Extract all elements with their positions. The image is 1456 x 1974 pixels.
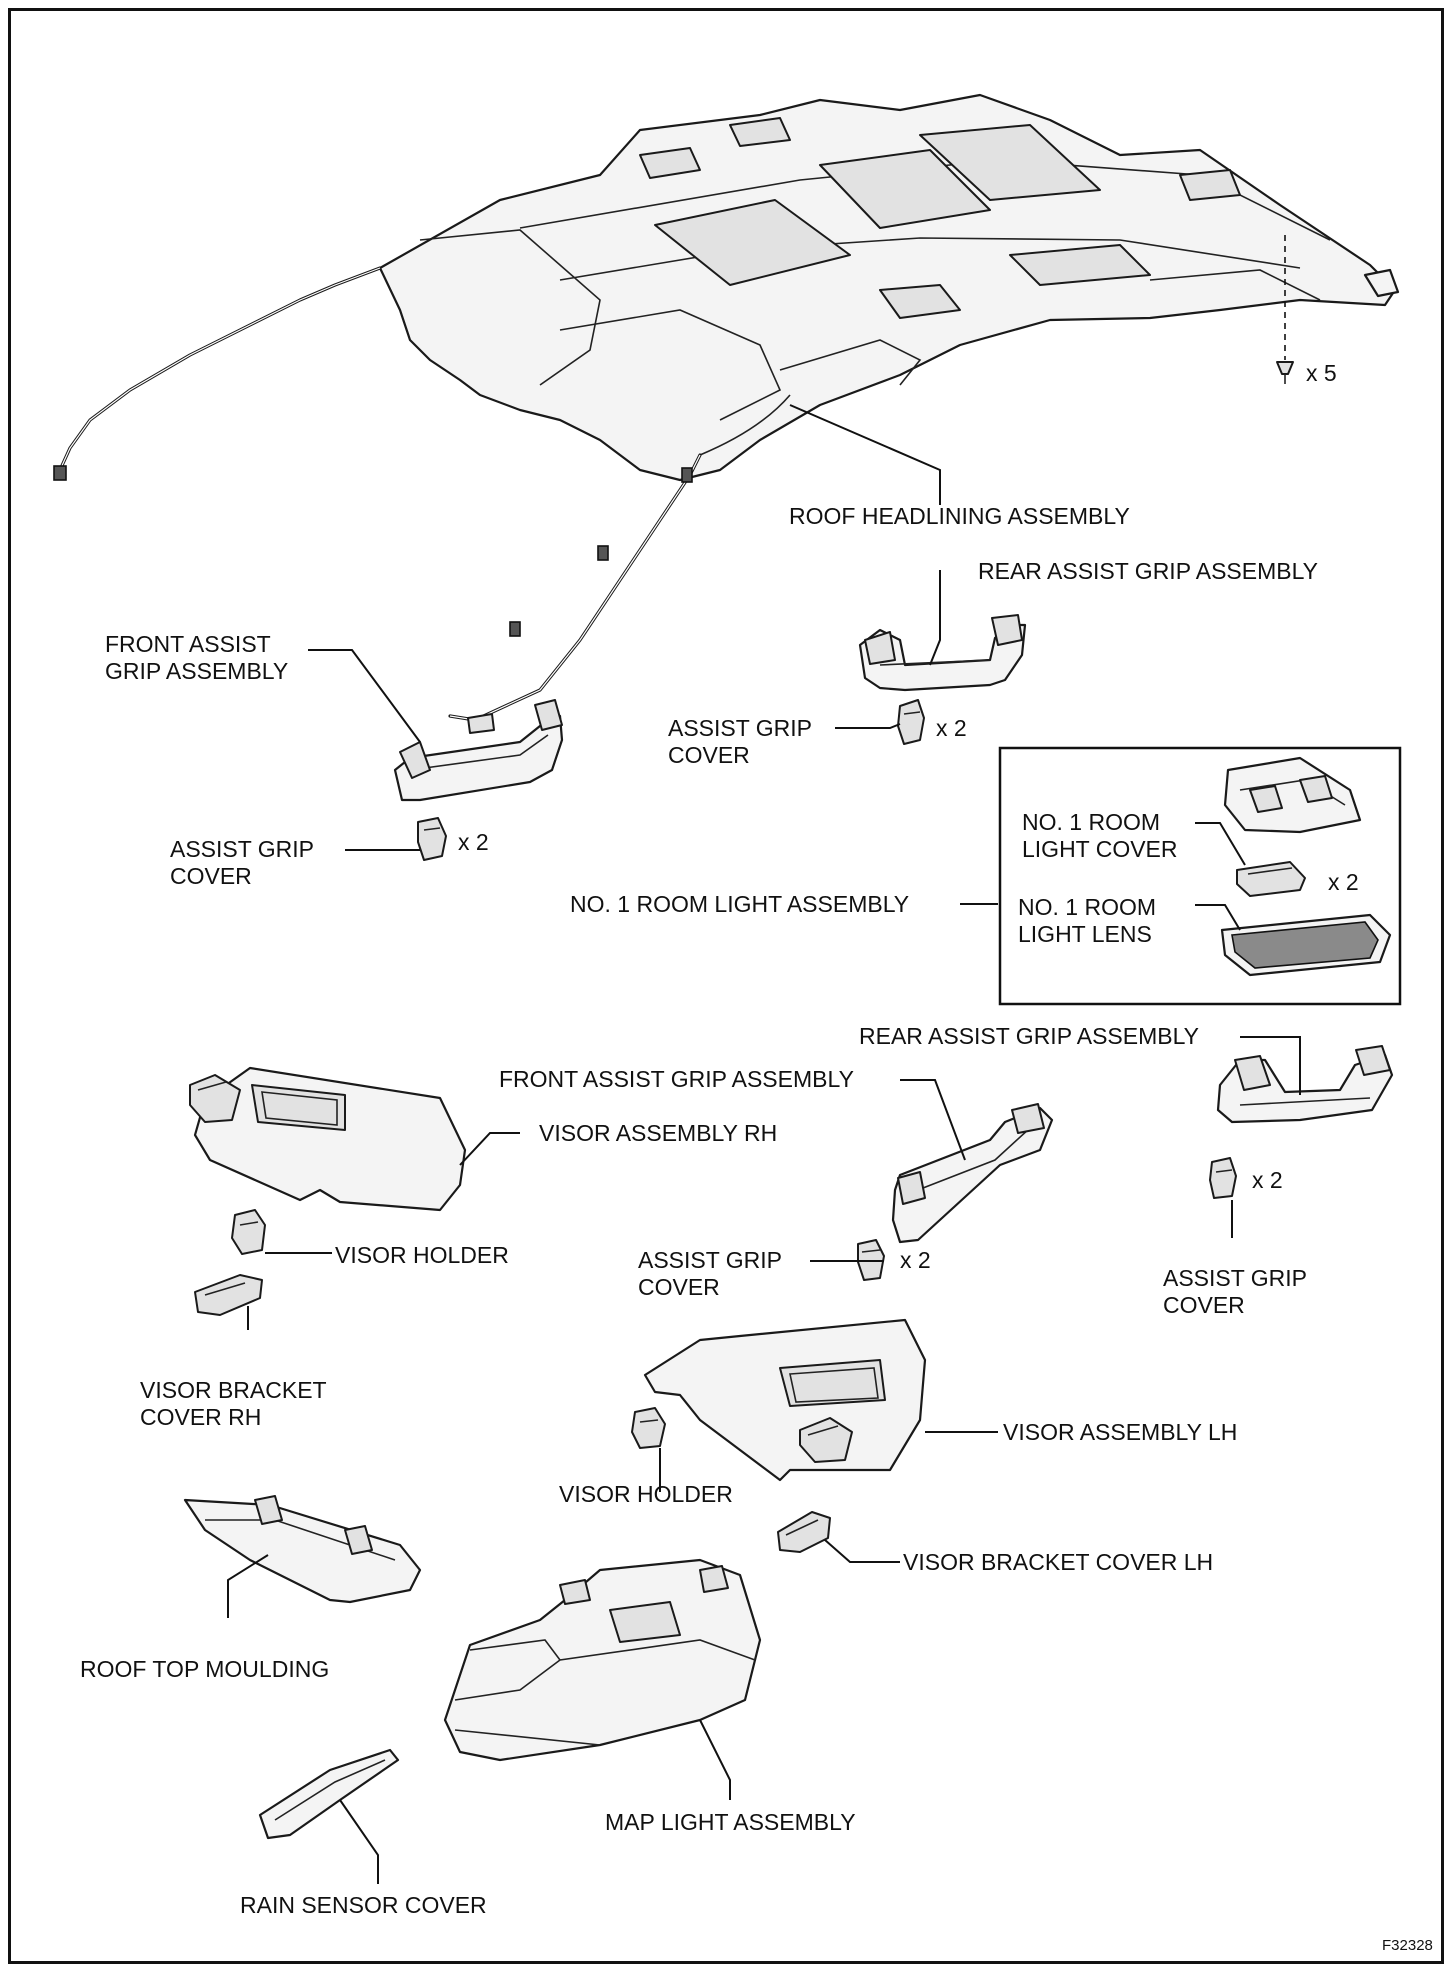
label-visor-holder-rh: VISOR HOLDER: [335, 1242, 509, 1268]
label-visor-assembly-lh: VISOR ASSEMBLY LH: [1003, 1419, 1237, 1445]
label-visor-holder-lh: VISOR HOLDER: [559, 1481, 733, 1507]
assist-grip-cover-right-drawing: [1209, 1157, 1237, 1199]
label-visor-bracket-cover-lh: VISOR BRACKET COVER LH: [903, 1549, 1213, 1575]
label-front-assist-grip-top-line1: FRONT ASSIST: [105, 631, 271, 657]
map-light-drawing: [443, 1558, 762, 1762]
figure-code: F32328: [1382, 1937, 1433, 1954]
visor-bracket-lh-drawing: [777, 1511, 831, 1553]
label-assist-grip-cover-top-qty: x 2: [936, 715, 967, 741]
rear-assist-grip-mid-drawing: [1216, 1045, 1394, 1124]
label-assist-grip-cover-top-line2: COVER: [668, 742, 750, 768]
label-assist-grip-cover-right-qty: x 2: [1252, 1167, 1283, 1193]
label-visor-bracket-cover-rh-line1: VISOR BRACKET: [140, 1377, 327, 1403]
roof-top-moulding-drawing: [183, 1495, 422, 1604]
front-assist-grip-top-drawing: [393, 699, 564, 802]
label-roof-headlining-assembly: ROOF HEADLINING ASSEMBLY: [789, 503, 1130, 529]
diagram-frame: [8, 8, 1444, 1964]
label-assist-grip-cover-left-line1: ASSIST GRIP: [170, 836, 314, 862]
label-room-light-lens-line2: LIGHT LENS: [1018, 921, 1152, 947]
wire-harness-drawing: [53, 266, 702, 722]
label-room-light-cover-line2: LIGHT COVER: [1022, 836, 1178, 862]
rain-sensor-cover-drawing: [258, 1748, 400, 1840]
label-assist-grip-cover-mid-line2: COVER: [638, 1274, 720, 1300]
rear-assist-grip-top-drawing: [858, 614, 1027, 692]
label-assist-grip-cover-right-line2: COVER: [1163, 1292, 1245, 1318]
label-rear-assist-grip-assembly-mid: REAR ASSIST GRIP ASSEMBLY: [859, 1023, 1199, 1049]
label-room-light-lens-line1: NO. 1 ROOM: [1018, 894, 1156, 920]
label-assist-grip-cover-right-line1: ASSIST GRIP: [1163, 1265, 1307, 1291]
label-room-light-cover-qty: x 2: [1328, 869, 1359, 895]
visor-holder-lh-drawing: [631, 1407, 666, 1449]
label-visor-assembly-rh: VISOR ASSEMBLY RH: [539, 1120, 777, 1146]
label-rain-sensor-cover: RAIN SENSOR COVER: [240, 1892, 487, 1918]
label-room-light-cover-line1: NO. 1 ROOM: [1022, 809, 1160, 835]
label-assist-grip-cover-mid-qty: x 2: [900, 1247, 931, 1273]
assist-grip-cover-left-drawing: [417, 817, 447, 861]
roof-headlining-drawing: [378, 93, 1400, 482]
label-no1-room-light-assembly: NO. 1 ROOM LIGHT ASSEMBLY: [570, 891, 909, 917]
label-front-assist-grip-assembly-mid: FRONT ASSIST GRIP ASSEMBLY: [499, 1066, 854, 1092]
label-assist-grip-cover-top-line1: ASSIST GRIP: [668, 715, 812, 741]
visor-bracket-rh-drawing: [194, 1274, 263, 1316]
label-assist-grip-cover-left-qty: x 2: [458, 829, 489, 855]
label-clip-qty: x 5: [1306, 360, 1337, 386]
label-visor-bracket-cover-rh-line2: COVER RH: [140, 1404, 261, 1430]
visor-lh-drawing: [643, 1318, 927, 1482]
clip-drawing: [1276, 235, 1294, 384]
label-roof-top-moulding: ROOF TOP MOULDING: [80, 1656, 329, 1682]
front-assist-grip-mid-drawing: [891, 1103, 1054, 1244]
visor-holder-rh-drawing: [231, 1209, 266, 1255]
label-front-assist-grip-top-line2: GRIP ASSEMBLY: [105, 658, 288, 684]
label-assist-grip-cover-left-line2: COVER: [170, 863, 252, 889]
leader-lines: [227, 404, 1301, 1884]
label-map-light-assembly: MAP LIGHT ASSEMBLY: [605, 1809, 856, 1835]
room-light-detail-box: [998, 746, 1402, 1006]
label-rear-assist-grip-assembly-top: REAR ASSIST GRIP ASSEMBLY: [978, 558, 1318, 584]
visor-rh-drawing: [189, 1066, 467, 1212]
assist-grip-cover-top-drawing: [897, 699, 925, 745]
label-assist-grip-cover-mid-line1: ASSIST GRIP: [638, 1247, 782, 1273]
labels: ROOF HEADLINING ASSEMBLY x 5 REAR ASSIST…: [80, 360, 1433, 1954]
room-light-assembly-drawing: [1220, 756, 1392, 977]
